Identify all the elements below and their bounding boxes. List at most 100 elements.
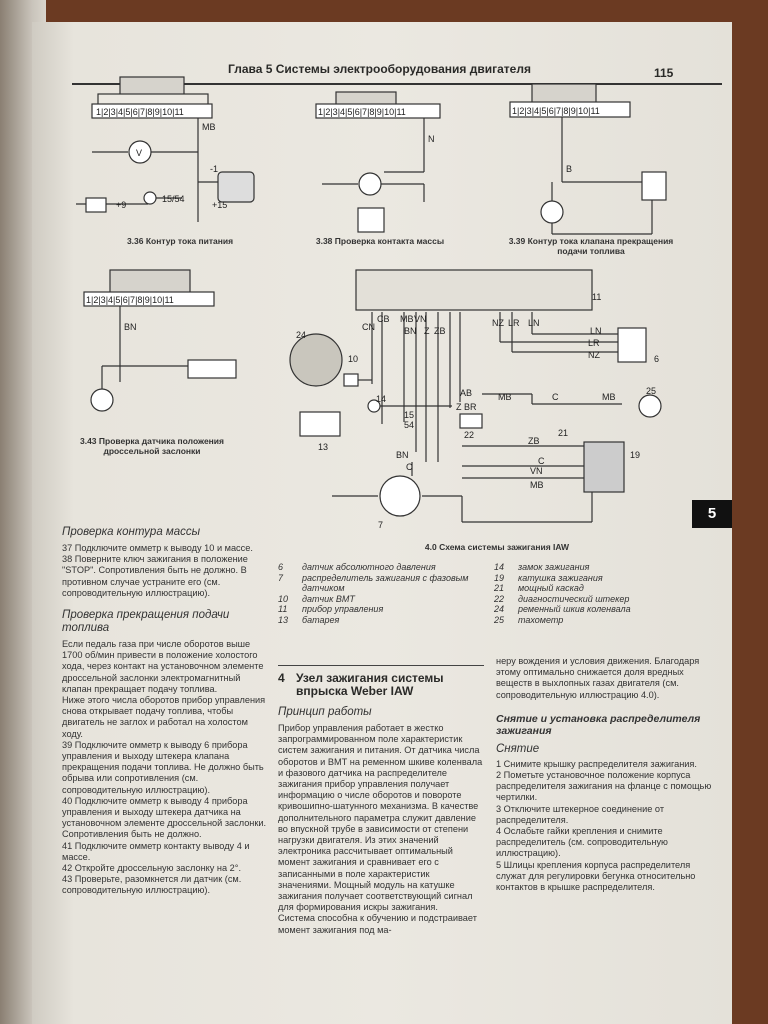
fig-4-0-caption: 4.0 Схема системы зажигания IAW: [424, 542, 570, 552]
page-number: 115: [654, 66, 674, 80]
svg-text:14: 14: [376, 394, 386, 404]
figure-3-43-diagram: [83, 269, 237, 412]
svg-text:13: 13: [318, 442, 328, 452]
paragraph: 40 Подключите омметр к выводу 4 прибора …: [62, 795, 267, 840]
fig-3-39-caption: 3.39 Контур тока клапана прекращения под…: [508, 236, 674, 256]
figure-3-38-diagram: [315, 91, 441, 233]
paragraph: 38 Поверните ключ зажигания в положение …: [62, 554, 248, 598]
svg-text:CN: CN: [362, 322, 375, 332]
paragraph: 41 Подключите омметр контакту выводу 4 и…: [62, 840, 250, 862]
svg-text:Z: Z: [424, 326, 430, 336]
fig-3-38-caption: 3.38 Проверка контакта массы: [315, 236, 445, 246]
figure-3-39-diagram: [509, 83, 667, 235]
svg-text:22: 22: [464, 430, 474, 440]
section-4-body: Принцип работы Прибор управления работае…: [278, 706, 484, 936]
figure-4-0-diagram: [289, 269, 662, 523]
subheading-removal: Снятие: [496, 742, 540, 755]
svg-text:6: 6: [654, 354, 659, 364]
svg-text:C: C: [406, 462, 413, 472]
svg-text:21: 21: [558, 428, 568, 438]
step: 4 Ослабьте гайки крепления и снимите рас…: [496, 826, 668, 859]
svg-text:ZB: ZB: [434, 326, 446, 336]
heading-fuel-cut-check: Проверка прекращения подачи топлива: [62, 609, 230, 635]
svg-text:19: 19: [630, 450, 640, 460]
fig343-wire: BN: [124, 322, 137, 332]
svg-text:+9: +9: [116, 200, 126, 210]
svg-text:15/54: 15/54: [162, 194, 185, 204]
svg-text:7: 7: [378, 520, 383, 530]
wiring-diagrams: 1|2|3|4|5|6|7|8|9|10|11 1|2|3|4|5|6|7|8|…: [76, 76, 667, 530]
paragraph: Ниже этого числа оборотов прибор управле…: [62, 695, 266, 739]
fig339-pins: 1|2|3|4|5|6|7|8|9|10|11: [512, 106, 600, 116]
svg-text:ZB: ZB: [528, 436, 540, 446]
fig339-wire: B: [566, 164, 572, 174]
svg-text:NZ: NZ: [492, 318, 504, 328]
svg-text:MB: MB: [602, 392, 616, 402]
left-column: Проверка контура массы 37 Подключите омм…: [62, 526, 268, 897]
svg-text:MB: MB: [400, 314, 414, 324]
paragraph: неру вождения и условия движения. Благод…: [496, 656, 700, 700]
step: 2 Пометьте установочное положение корпус…: [496, 770, 712, 803]
svg-text:BN: BN: [404, 326, 417, 336]
svg-text:15: 15: [404, 410, 414, 420]
svg-text:LN: LN: [528, 318, 540, 328]
svg-text:VN: VN: [530, 466, 543, 476]
step: 5 Шлицы крепления корпуса распределителя…: [496, 859, 696, 893]
section-rule: [278, 665, 484, 666]
svg-text:MB: MB: [498, 392, 512, 402]
fig336-v-label: V: [136, 148, 142, 158]
paragraph: Прибор управления работает в жестко запр…: [278, 723, 483, 913]
fig343-pins: 1|2|3|4|5|6|7|8|9|10|11: [86, 295, 174, 305]
fig336-pins: 1|2|3|4|5|6|7|8|9|10|11: [96, 107, 184, 117]
figure-3-36-diagram: [76, 76, 255, 222]
svg-text:VN: VN: [414, 314, 427, 324]
fig336-wire: MB: [202, 122, 216, 132]
svg-text:LN: LN: [590, 326, 602, 336]
paragraph: Система способна к обучению и подстраива…: [278, 913, 477, 935]
svg-text:54: 54: [404, 420, 414, 430]
svg-text:CB: CB: [377, 314, 390, 324]
step: 1 Снимите крышку распределителя зажигани…: [496, 758, 697, 769]
svg-text:AB: AB: [460, 388, 472, 398]
paragraph: 42 Откройте дроссельную заслонку на 2°.: [62, 863, 241, 874]
svg-text:LR: LR: [508, 318, 520, 328]
svg-text:C: C: [552, 392, 559, 402]
paragraph: 43 Проверьте, разомкнется ли датчик (см.…: [62, 874, 242, 896]
svg-text:-1: -1: [210, 164, 218, 174]
svg-text:11: 11: [592, 292, 601, 302]
fig-3-43-caption: 3.43 Проверка датчика положения дроссель…: [79, 436, 224, 456]
right-column: неру вождения и условия движения. Благод…: [496, 656, 712, 893]
section-4-heading: 4 Узел зажигания системы впрыска Weber I…: [278, 671, 444, 698]
svg-text:+15: +15: [212, 200, 227, 210]
heading-mass-check: Проверка контура массы: [62, 526, 201, 538]
svg-text:Z BR: Z BR: [456, 402, 477, 412]
step: 3 Отключите штекерное соединение от расп…: [496, 803, 665, 825]
fig-3-36-caption: 3.36 Контур тока питания: [126, 236, 234, 246]
svg-text:24: 24: [296, 330, 306, 340]
svg-text:25: 25: [646, 386, 656, 396]
fig338-wire: N: [428, 134, 435, 144]
book-page: Глава 5 Системы электрооборудования двиг…: [32, 22, 732, 1024]
subheading-principle: Принцип работы: [278, 706, 372, 718]
svg-text:10: 10: [348, 354, 358, 364]
svg-text:LR: LR: [588, 338, 600, 348]
header-rule: [72, 83, 722, 85]
svg-text:MB: MB: [530, 480, 544, 490]
chapter-side-tab: 5: [692, 500, 732, 528]
svg-text:BN: BN: [396, 450, 409, 460]
svg-text:C: C: [538, 456, 545, 466]
paragraph: 37 Подключите омметр к выводу 10 и массе…: [62, 543, 253, 553]
svg-text:NZ: NZ: [588, 350, 600, 360]
